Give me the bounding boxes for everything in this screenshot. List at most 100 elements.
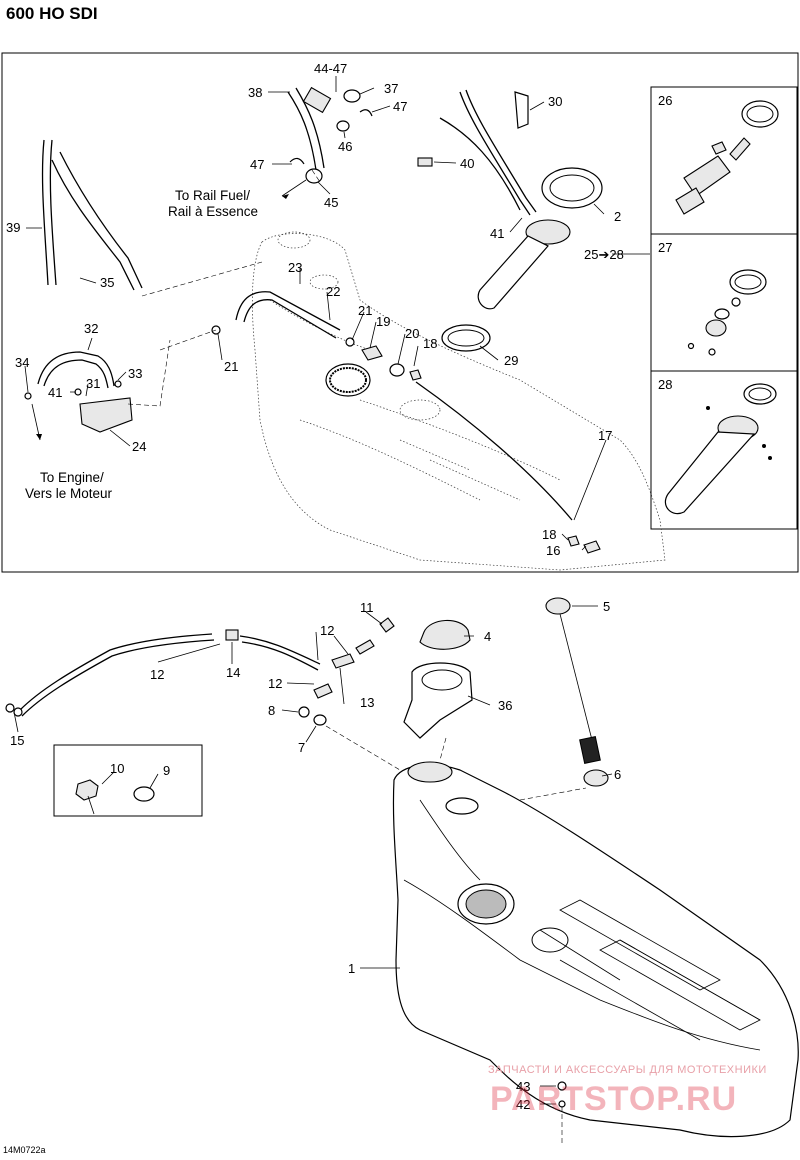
fitting-11: [379, 617, 395, 633]
note-rail-fuel-line1: To Rail Fuel/: [175, 188, 250, 203]
callout-19: 19: [376, 314, 390, 329]
callout-35: 35: [100, 275, 114, 290]
inset-27-parts: [687, 269, 767, 356]
callout-17: 17: [598, 428, 612, 443]
note-engine-line1: To Engine/: [40, 470, 104, 485]
callout-28: 28: [658, 377, 672, 392]
callout-36: 36: [498, 698, 512, 713]
watermark-caption: ЗАПЧАСТИ И АКСЕССУАРЫ ДЛЯ МОТОТЕХНИКИ: [488, 1064, 767, 1076]
callout-34: 34: [15, 355, 29, 370]
callout-11: 11: [360, 600, 374, 615]
inset-28-parts: [664, 383, 777, 515]
tube-17: [415, 381, 573, 521]
callout-47b: 47: [250, 157, 264, 172]
grommet-6: [583, 769, 609, 787]
hose-32: [37, 351, 115, 389]
note-engine-line2: Vers le Moteur: [25, 486, 113, 501]
fitting-19: [361, 345, 383, 361]
callout-27: 27: [658, 240, 672, 255]
clamp-8: [298, 706, 310, 718]
fuel-line-lower: [439, 117, 521, 211]
callout-10: 10: [110, 761, 124, 776]
nut-43: [557, 1081, 567, 1091]
gauge-5: [545, 597, 571, 615]
callout-40: 40: [460, 156, 474, 171]
callout-8: 8: [268, 703, 275, 718]
diagram-title: 600 HO SDI: [6, 4, 98, 23]
callout-41a: 41: [490, 226, 504, 241]
callout-26: 26: [658, 93, 672, 108]
hose-35: [51, 151, 143, 291]
clip-47b: [289, 157, 305, 165]
clamp-33: [114, 380, 122, 388]
callout-39: 39: [6, 220, 20, 235]
callout-1: 1: [348, 961, 355, 976]
callout-9: 9: [163, 763, 170, 778]
callout-43: 43: [516, 1079, 530, 1094]
fuel-tank-1: [392, 761, 799, 1138]
callout-15: 15: [10, 733, 24, 748]
callout-21a: 21: [358, 303, 372, 318]
callout-45: 45: [324, 195, 338, 210]
hose-39: [41, 139, 57, 286]
callout-41b: 41: [48, 385, 62, 400]
callout-44-47: 44-47: [314, 61, 347, 76]
clip-47a: [359, 109, 373, 117]
callout-42: 42: [516, 1097, 530, 1112]
tee-13: [331, 653, 355, 669]
callout-25-28: 25➔28: [584, 247, 624, 262]
note-rail-fuel-line2: Rail à Essence: [168, 204, 258, 219]
upper-assembly-frame: [1, 52, 799, 573]
pump-module-top: [525, 219, 571, 245]
callout-14: 14: [226, 665, 240, 680]
fuel-line-upper: [459, 89, 537, 216]
callout-37: 37: [384, 81, 398, 96]
callout-46: 46: [338, 139, 352, 154]
screw-10: [75, 779, 99, 801]
callout-12c: 12: [268, 676, 282, 691]
filter-16: [583, 540, 601, 554]
pump-module-body: [477, 235, 549, 310]
callout-33: 33: [128, 366, 142, 381]
callout-18b: 18: [542, 527, 556, 542]
fitting-14: [225, 629, 239, 641]
callout-24: 24: [132, 439, 146, 454]
clamp-34: [24, 392, 32, 400]
ghost-tank: [252, 231, 666, 571]
inset-box-28: [650, 370, 798, 530]
callout-6: 6: [614, 767, 621, 782]
clamp-15a: [5, 703, 15, 713]
callout-23: 23: [288, 260, 302, 275]
callout-31: 31: [86, 376, 100, 391]
callout-30: 30: [548, 94, 562, 109]
callout-12b: 12: [150, 667, 164, 682]
clip-18a: [409, 369, 422, 381]
callout-16: 16: [546, 543, 560, 558]
callout-7: 7: [298, 740, 305, 755]
line-12: [19, 633, 215, 717]
callout-18a: 18: [423, 336, 437, 351]
callout-47a: 47: [393, 99, 407, 114]
callout-5: 5: [603, 599, 610, 614]
inset-box-hardware: [53, 744, 203, 817]
valve-24: [79, 397, 133, 433]
figure-reference: 14M0722a: [3, 1145, 46, 1155]
callout-22: 22: [326, 284, 340, 299]
grommet-20: [389, 363, 405, 377]
callout-2: 2: [614, 209, 621, 224]
ring-46: [336, 120, 350, 132]
line-12b: [239, 635, 321, 671]
watermark-logo: PARTSTOP.RU: [490, 1080, 738, 1118]
callout-38: 38: [248, 85, 262, 100]
grommet-7: [313, 714, 327, 726]
callout-32: 32: [84, 321, 98, 336]
clamp-37: [343, 89, 361, 103]
callout-4: 4: [484, 629, 491, 644]
clip-18b: [567, 535, 580, 547]
callout-29: 29: [504, 353, 518, 368]
fuel-cap-4: [419, 619, 471, 650]
hose-38: [287, 87, 325, 171]
callout-21b: 21: [224, 359, 238, 374]
